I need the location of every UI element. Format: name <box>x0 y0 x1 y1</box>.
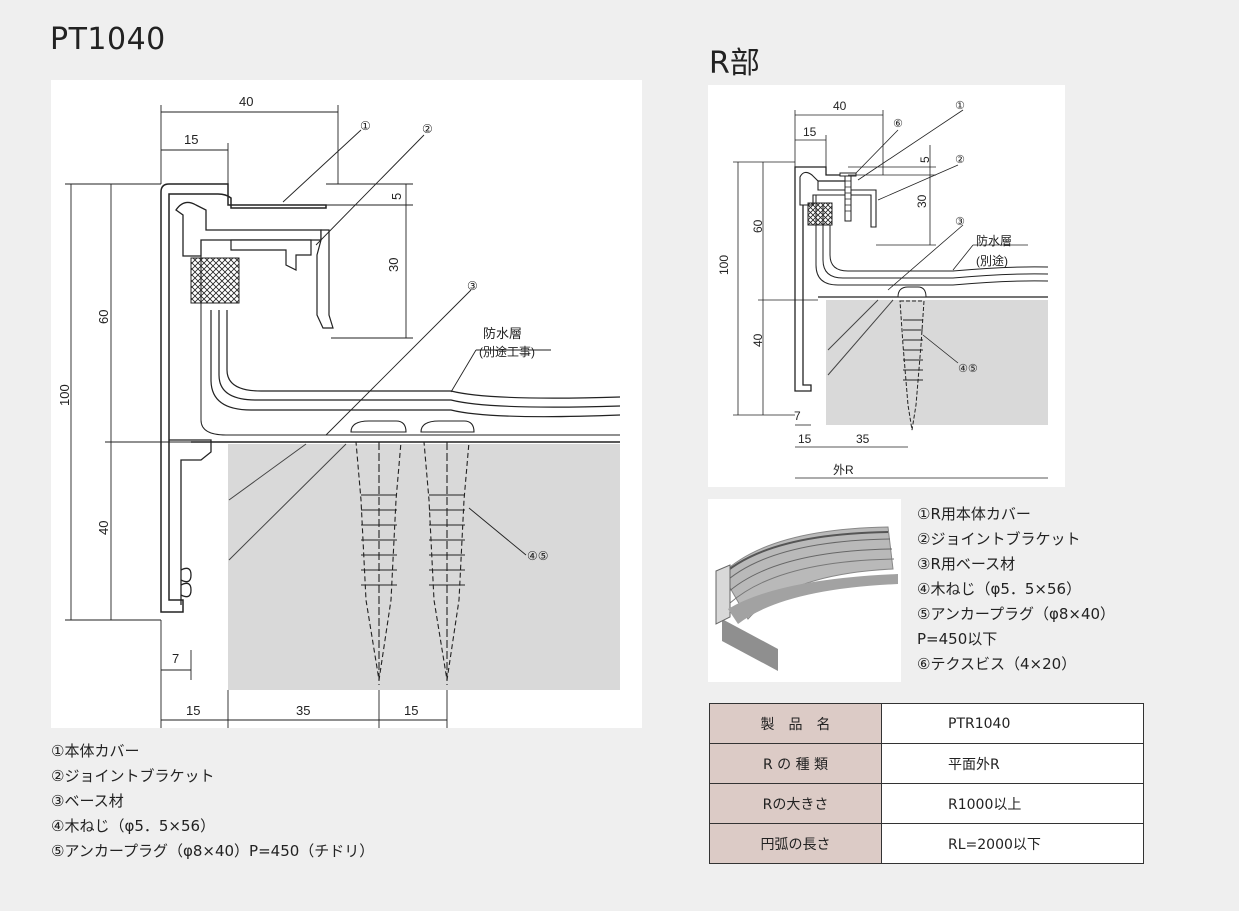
legend-item: ④木ねじ（φ5．5×56） <box>51 817 216 835</box>
dim-left-40: 40 <box>751 333 765 347</box>
dim-left-60: 60 <box>96 310 111 324</box>
waterproof-label: 防水層 <box>483 326 522 341</box>
dim-left-40: 40 <box>96 521 111 535</box>
waterproof-sub-label: (別途工事) <box>479 344 535 359</box>
callout-1: ① <box>955 100 965 112</box>
dim-right-5: 5 <box>389 193 404 200</box>
legend-item: ③R用ベース材 <box>917 555 1016 573</box>
spec-value: 平面外R <box>881 743 1144 784</box>
table-row: 製 品 名 PTR1040 <box>709 703 1144 744</box>
page-title: PT1040 <box>50 22 166 57</box>
dim-bottom-35: 35 <box>296 703 310 718</box>
legend-item: ②ジョイントブラケット <box>917 530 1081 548</box>
dim-right-30: 30 <box>915 194 929 208</box>
dim-bottom-7: 7 <box>794 409 801 423</box>
r-section-title: R部 <box>709 46 760 81</box>
spec-value: RL=2000以下 <box>881 823 1144 864</box>
concrete-slab <box>826 300 1048 425</box>
product-photo <box>708 499 901 682</box>
main-section-drawing: 40 15 5 30 100 60 40 7 15 35 15 ① ② ③ ④⑤… <box>51 80 642 728</box>
callout-2: ② <box>422 122 433 136</box>
dim-top-15: 15 <box>184 132 198 147</box>
concrete-slab <box>228 444 620 690</box>
waterproof-sub-label: (別途) <box>976 253 1008 268</box>
spec-label: Rの大きさ <box>709 783 882 824</box>
dim-top-15: 15 <box>803 125 817 139</box>
screw-1 <box>350 420 407 685</box>
dim-outer-r: 外R <box>833 463 854 477</box>
callout-1: ① <box>360 119 371 133</box>
legend-item: ④木ねじ（φ5．5×56） <box>917 580 1082 598</box>
spec-label: 円弧の長さ <box>709 823 882 864</box>
screw-2 <box>420 420 475 685</box>
callout-3: ③ <box>467 279 478 293</box>
callout-2: ② <box>955 154 965 166</box>
sealant-block <box>807 202 833 226</box>
r-section-drawing: 40 15 5 30 100 60 40 7 15 35 外R ① ② ③ ⑥ … <box>708 85 1065 487</box>
spec-value: R1000以上 <box>881 783 1144 824</box>
main-legend: ①本体カバー ②ジョイントブラケット ③ベース材 ④木ねじ（φ5．5×56） ⑤… <box>51 739 374 864</box>
legend-item: ⑥テクスビス（4×20） <box>917 655 1077 673</box>
dim-bottom-7: 7 <box>172 651 179 666</box>
dim-right-30: 30 <box>386 258 401 272</box>
legend-item: ②ジョイントブラケット <box>51 767 215 785</box>
dim-left-60: 60 <box>751 219 765 233</box>
table-row: R の 種 類 平面外R <box>709 743 1144 784</box>
dim-left-100: 100 <box>717 255 731 275</box>
legend-item: P=450以下 <box>917 630 998 648</box>
spec-label: R の 種 類 <box>709 743 882 784</box>
legend-item: ①R用本体カバー <box>917 505 1031 523</box>
dim-bottom-15b: 15 <box>404 703 418 718</box>
callout-4-5: ④⑤ <box>958 363 978 375</box>
sealant-block <box>190 257 240 304</box>
legend-item: ①本体カバー <box>51 742 140 760</box>
dim-bottom-15: 15 <box>798 432 812 446</box>
callout-6: ⑥ <box>893 118 903 130</box>
dim-top-40: 40 <box>833 99 847 113</box>
callout-3: ③ <box>955 216 965 228</box>
dim-right-5: 5 <box>918 156 932 163</box>
spec-table: 製 品 名 PTR1040 R の 種 類 平面外R Rの大きさ R1000以上… <box>709 703 1144 864</box>
waterproof-label: 防水層 <box>976 233 1012 248</box>
dim-bottom-15a: 15 <box>186 703 200 718</box>
legend-item: ⑤アンカープラグ（φ8×40）P=450（チドリ） <box>51 842 375 860</box>
callout-4-5: ④⑤ <box>527 549 549 563</box>
legend-item: ③ベース材 <box>51 792 124 810</box>
table-row: Rの大きさ R1000以上 <box>709 783 1144 824</box>
r-legend: ①R用本体カバー ②ジョイントブラケット ③R用ベース材 ④木ねじ（φ5．5×5… <box>917 502 1115 677</box>
dim-left-100: 100 <box>57 384 72 406</box>
spec-label: 製 品 名 <box>709 703 882 744</box>
dim-top-40: 40 <box>239 94 253 109</box>
table-row: 円弧の長さ RL=2000以下 <box>709 823 1144 864</box>
dim-bottom-35: 35 <box>856 432 870 446</box>
spec-value: PTR1040 <box>881 703 1144 744</box>
legend-item: ⑤アンカープラグ（φ8×40） <box>917 605 1116 623</box>
